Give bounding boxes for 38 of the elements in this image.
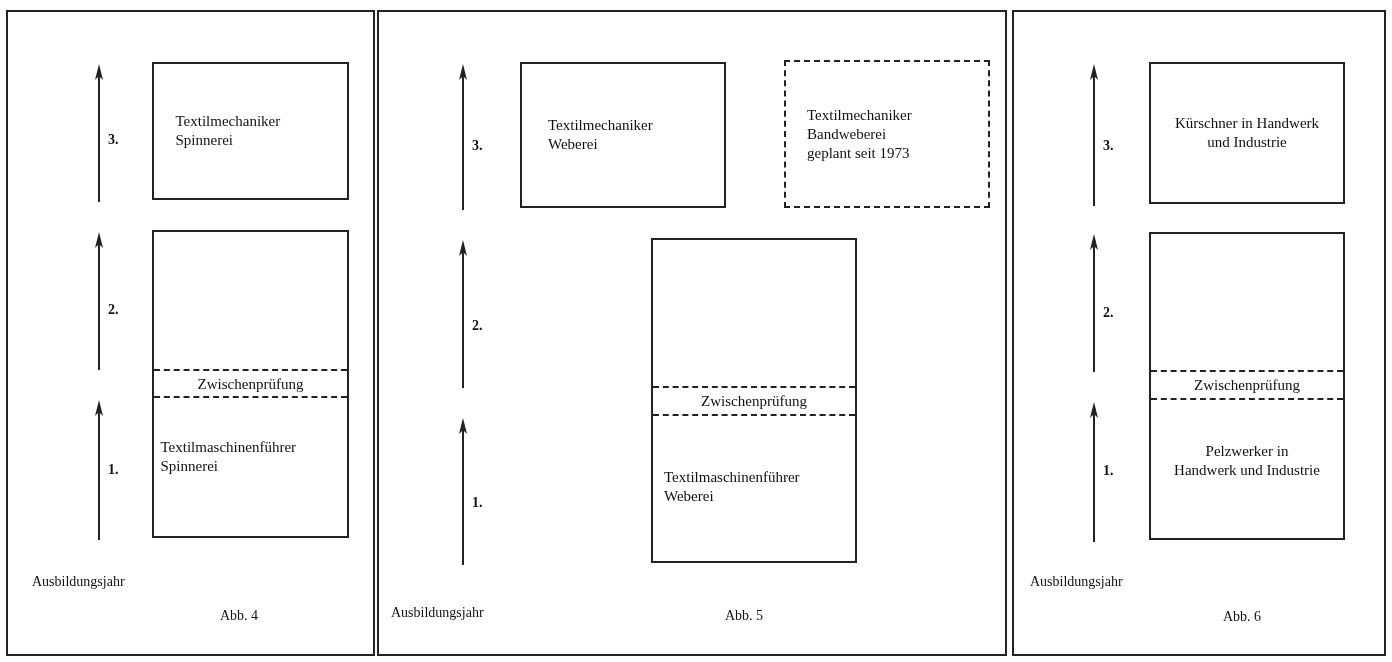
occupation-box: [152, 62, 349, 200]
exam-band: [1151, 370, 1343, 400]
box-label: Textilmaschinenführer Weberei: [664, 468, 801, 506]
box-label: Pelzwerker in Handwerk und Industrie: [1173, 442, 1321, 480]
figure-panel: [377, 10, 1007, 656]
band-label: Zwischenprüfung: [701, 392, 807, 410]
box-label: Kürschner in Handwerk und Industrie: [1173, 114, 1321, 152]
box-label: Textilmaschinenführer Spinnerei: [160, 438, 298, 476]
axis-caption: Ausbildungsjahr: [391, 605, 484, 621]
year-number: 2.: [108, 302, 119, 318]
occupation-box: [152, 230, 349, 538]
figure-caption: Abb. 6: [1223, 609, 1262, 625]
occupation-box: [1149, 62, 1345, 204]
year-number: 3.: [472, 138, 483, 154]
occupation-box: [1149, 232, 1345, 540]
figure-caption: Abb. 5: [725, 608, 764, 624]
band-label: Zwischenprüfung: [1194, 376, 1300, 394]
planned-box: [784, 60, 990, 208]
exam-band: [154, 369, 347, 398]
year-number: 2.: [472, 318, 483, 334]
box-label: Textilmechaniker Weberei: [548, 116, 654, 154]
exam-band: [653, 386, 855, 416]
year-number: 2.: [1103, 305, 1114, 321]
box-label: Textilmechaniker Bandweberei geplant seit 1973: [807, 105, 913, 163]
year-number: 1.: [472, 495, 483, 511]
occupation-box: [651, 238, 857, 563]
axis-caption: Ausbildungsjahr: [1030, 574, 1123, 590]
occupation-box: [520, 62, 726, 208]
box-label: Textilmechaniker Spinnerei: [175, 112, 282, 150]
year-number: 3.: [108, 132, 119, 148]
figure-caption: Abb. 4: [220, 608, 259, 624]
band-label: Zwischenprüfung: [197, 374, 304, 393]
year-number: 1.: [108, 462, 119, 478]
figure-panel: [6, 10, 375, 656]
figure-panel: [1012, 10, 1386, 656]
axis-caption: Ausbildungsjahr: [32, 574, 125, 590]
year-number: 1.: [1103, 463, 1114, 479]
year-number: 3.: [1103, 138, 1114, 154]
